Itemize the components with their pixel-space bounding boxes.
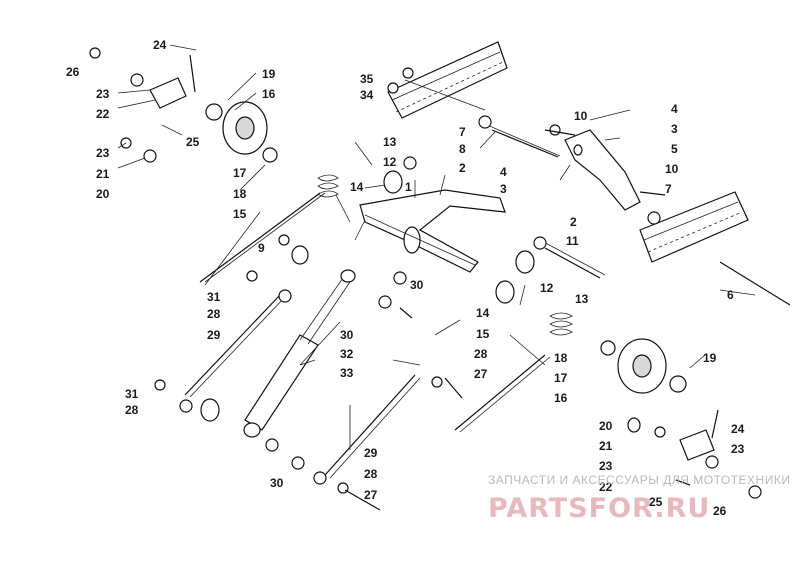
- callout-30: 30: [340, 328, 354, 342]
- callout-23: 23: [599, 459, 613, 473]
- callout-22: 22: [599, 480, 613, 494]
- callout-8: 8: [459, 142, 466, 156]
- idler-wheel-lower: [600, 338, 687, 394]
- idler-wheel-upper: [205, 101, 278, 163]
- callout-27: 27: [474, 367, 488, 381]
- callout-30: 30: [410, 278, 424, 292]
- callout-3: 3: [671, 122, 678, 136]
- watermark-caption: ЗАПЧАСТИ И АКСЕССУАРЫ ДЛЯ МОТОТЕХНИКИ: [488, 473, 790, 487]
- callout-24: 24: [731, 422, 745, 436]
- callout-29: 29: [207, 328, 221, 342]
- callout-20: 20: [96, 187, 110, 201]
- bracket-3-4-5: [564, 129, 641, 211]
- callout-33: 33: [340, 366, 354, 380]
- callout-22: 22: [96, 107, 110, 121]
- callout-25: 25: [649, 495, 663, 509]
- slide-rail-lower: [639, 191, 749, 263]
- callout-4: 4: [671, 102, 678, 116]
- link-rod-29b: [324, 374, 421, 479]
- callout-2: 2: [459, 161, 466, 175]
- callout-17: 17: [233, 166, 247, 180]
- pivot-bracket-left: [149, 77, 187, 109]
- callout-19: 19: [703, 351, 717, 365]
- callout-25: 25: [186, 135, 200, 149]
- callout-7: 7: [665, 182, 672, 196]
- callout-18: 18: [233, 187, 247, 201]
- callout-31: 31: [207, 290, 221, 304]
- callout-5: 5: [671, 142, 678, 156]
- callout-16: 16: [262, 87, 276, 101]
- callout-9: 9: [258, 241, 265, 255]
- callout-32: 32: [340, 347, 354, 361]
- long-bolt-6: [719, 261, 791, 306]
- callout-23: 23: [96, 146, 110, 160]
- callout-14: 14: [476, 306, 490, 320]
- callout-1: 1: [405, 180, 412, 194]
- callout-3: 3: [500, 182, 507, 196]
- callout-17: 17: [554, 371, 568, 385]
- watermark: ЗАПЧАСТИ И АКСЕССУАРЫ ДЛЯ МОТОТЕХНИКИ PA…: [488, 473, 790, 524]
- callout-13: 13: [575, 292, 589, 306]
- bolts: [189, 54, 719, 511]
- torsion-spring-lower: [549, 312, 573, 336]
- callout-4: 4: [500, 165, 507, 179]
- front-arm-assembly: [359, 189, 506, 273]
- rear-axle-shaft: [479, 121, 561, 158]
- callout-10: 10: [574, 109, 588, 123]
- callout-11: 11: [566, 234, 579, 248]
- callout-16: 16: [554, 391, 568, 405]
- bushings: [89, 47, 762, 499]
- callout-28: 28: [207, 307, 221, 321]
- link-rod-29a: [184, 294, 286, 398]
- callout-26: 26: [713, 504, 727, 518]
- callout-23: 23: [96, 87, 110, 101]
- callout-28: 28: [474, 347, 488, 361]
- callout-26: 26: [66, 65, 80, 79]
- callout-34: 34: [360, 88, 374, 102]
- cross-shaft-11: [539, 239, 606, 279]
- callout-27: 27: [364, 488, 378, 502]
- callout-labels: 26 24 19 23 16 22 25 23 21 20 17 18 15 1…: [66, 38, 745, 518]
- shock-absorber: [243, 269, 356, 438]
- callout-28: 28: [125, 403, 139, 417]
- spring-arm-rod-15b: [454, 354, 551, 433]
- callout-21: 21: [96, 167, 110, 181]
- callout-18: 18: [554, 351, 568, 365]
- spring-arm-rod-15a: [199, 192, 326, 283]
- callout-24: 24: [153, 38, 167, 52]
- callout-13: 13: [383, 135, 397, 149]
- callout-21: 21: [599, 439, 613, 453]
- slide-rail-upper: [387, 41, 508, 119]
- callout-6: 6: [727, 288, 734, 302]
- callout-35: 35: [360, 72, 374, 86]
- callout-15: 15: [476, 327, 490, 341]
- torsion-spring-upper: [317, 174, 351, 223]
- callout-12: 12: [540, 281, 554, 295]
- callout-23: 23: [731, 442, 745, 456]
- callout-10: 10: [665, 162, 679, 176]
- callout-12: 12: [383, 155, 397, 169]
- leader-lines: [117, 44, 756, 450]
- callout-7: 7: [459, 125, 466, 139]
- pivot-bracket-right: [679, 429, 715, 461]
- watermark-logo: PARTSFOR.RU: [488, 493, 710, 524]
- callout-2: 2: [570, 215, 577, 229]
- callout-28: 28: [364, 467, 378, 481]
- callout-29: 29: [364, 446, 378, 460]
- callout-20: 20: [599, 419, 613, 433]
- callout-30: 30: [270, 476, 284, 490]
- callout-19: 19: [262, 67, 276, 81]
- callout-15: 15: [233, 207, 247, 221]
- callout-14: 14: [350, 180, 364, 194]
- callout-31: 31: [125, 387, 139, 401]
